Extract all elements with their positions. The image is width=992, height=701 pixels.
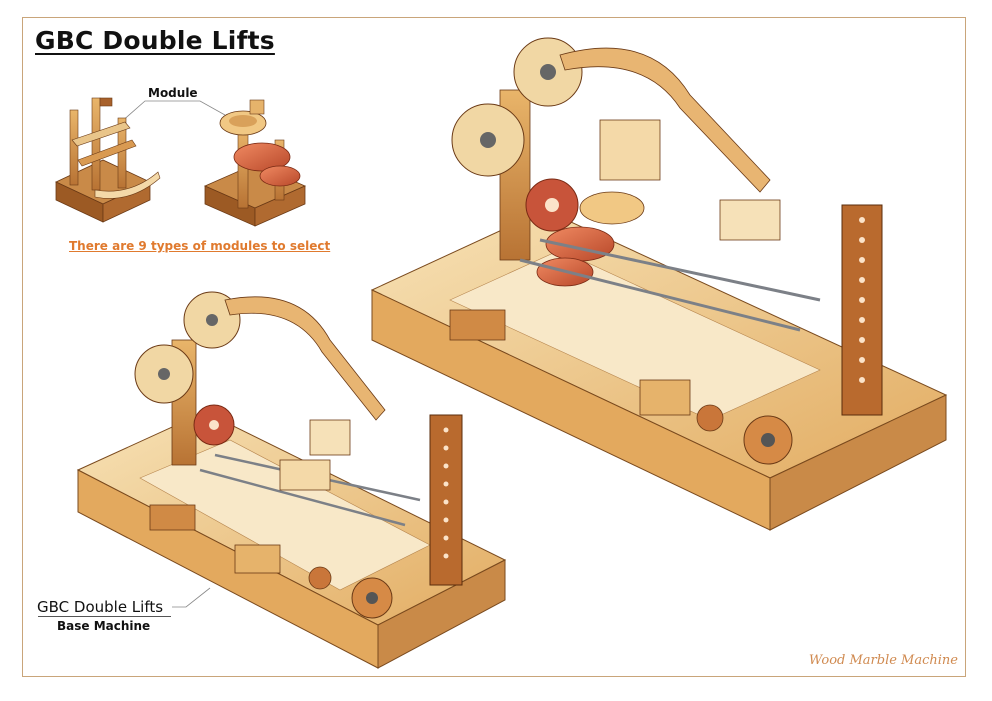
page-title: GBC Double Lifts [35, 26, 275, 55]
base-machine-title: GBC Double Lifts [37, 598, 164, 616]
leader-lines [119, 100, 226, 608]
machine-illustration-large [370, 37, 948, 531]
brand-watermark: Wood Marble Machine [808, 653, 958, 668]
base-machine-subtitle: Base Machine [57, 619, 151, 633]
module-illustration-1 [55, 97, 161, 223]
page-frame [22, 17, 966, 677]
module-illustration-2 [204, 99, 306, 227]
machine-illustration-base [76, 291, 507, 669]
modules-note-link[interactable]: There are 9 types of modules to select [69, 239, 331, 253]
module-label: Module [148, 86, 198, 100]
base-machine-underline [38, 616, 171, 617]
